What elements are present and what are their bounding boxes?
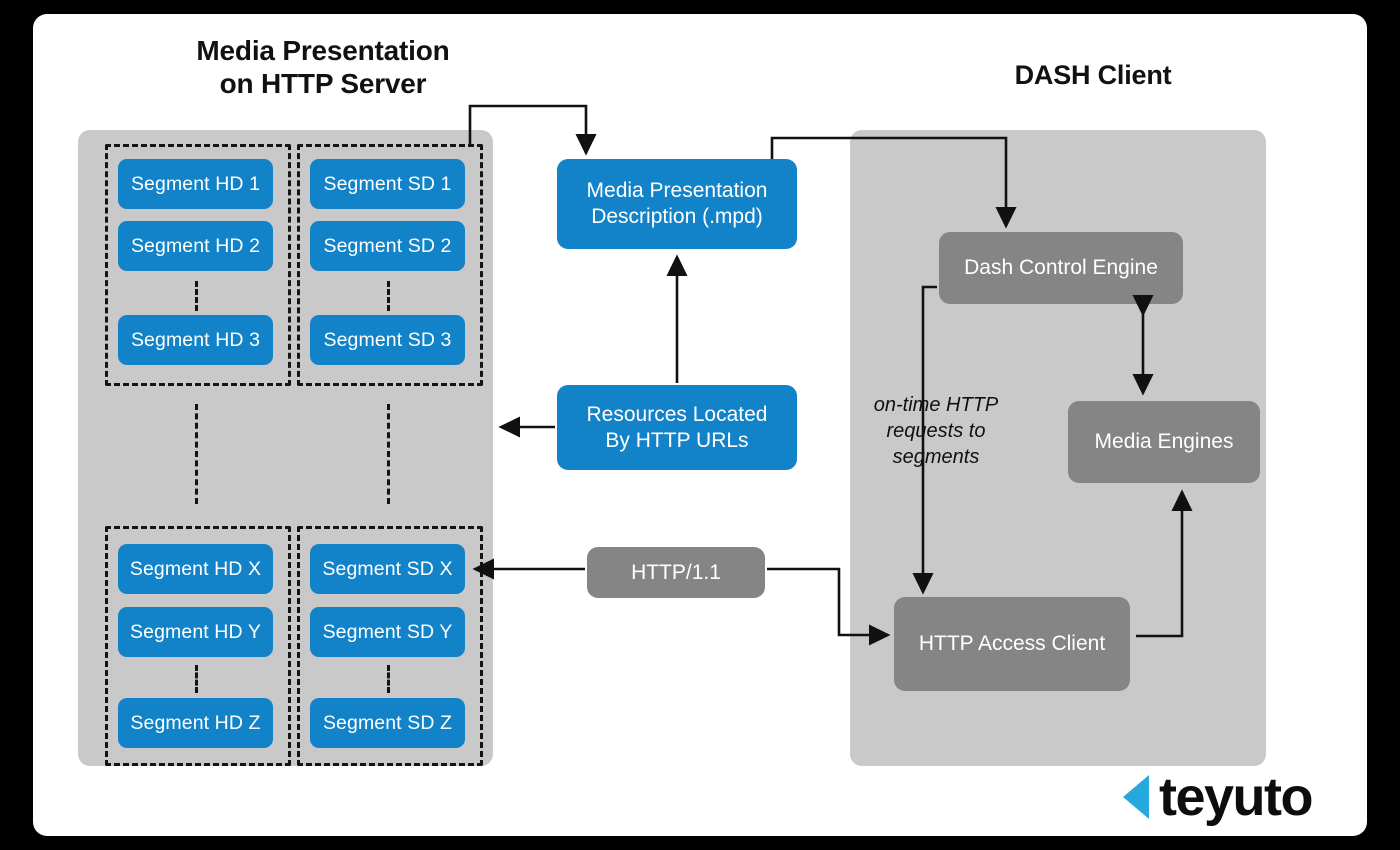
annotation-line3: segments (892, 446, 980, 468)
segment-box[interactable]: Segment SD Y (310, 607, 465, 657)
segment-box[interactable]: Segment SD Z (310, 698, 465, 748)
segment-box[interactable]: Segment HD 3 (118, 315, 273, 365)
ellipsis-dots-hd-top (195, 281, 198, 311)
segment-box[interactable]: Segment SD 2 (310, 221, 465, 271)
segment-box[interactable]: Segment HD X (118, 544, 273, 594)
logo-wordmark: teyuto (1159, 767, 1314, 827)
play-triangle-left-icon (1123, 775, 1149, 819)
segment-group-hd-top (105, 144, 291, 386)
segment-box[interactable]: Segment SD 3 (310, 315, 465, 365)
segment-box[interactable]: Segment HD Z (118, 698, 273, 748)
ellipsis-dots-sd-top (387, 281, 390, 311)
resources-line1: Resources Located (586, 402, 768, 426)
segment-group-sd-top (297, 144, 483, 386)
diagram-canvas: Media Presentation on HTTP Server DASH C… (33, 14, 1367, 836)
resources-located-box[interactable]: Resources Located By HTTP URLs (557, 385, 797, 470)
page-title-client: DASH Client (1014, 60, 1172, 90)
annotation-line2: requests to (886, 420, 986, 442)
segment-box[interactable]: Segment SD 1 (310, 159, 465, 209)
segment-box[interactable]: Segment HD 2 (118, 221, 273, 271)
segment-box[interactable]: Segment HD 1 (118, 159, 273, 209)
segment-group-sd-bottom (297, 526, 483, 766)
mpd-line2: Description (.mpd) (591, 205, 763, 228)
resources-line2: By HTTP URLs (605, 428, 749, 452)
page-title-server: Media Presentation on HTTP Server (143, 34, 503, 100)
segment-box[interactable]: Segment SD X (310, 544, 465, 594)
http-access-client-box[interactable]: HTTP Access Client (894, 597, 1130, 691)
title-server-line1: Media Presentation (196, 35, 450, 66)
ellipsis-dots-sd-middle (387, 404, 390, 504)
segment-group-hd-bottom (105, 526, 291, 766)
segment-box[interactable]: Segment HD Y (118, 607, 273, 657)
dash-control-engine-box[interactable]: Dash Control Engine (939, 232, 1183, 304)
on-time-http-requests-label: on-time HTTP requests to segments (846, 392, 1026, 470)
annotation-line1: on-time HTTP (873, 394, 999, 416)
mpd-line1: Media Presentation (586, 179, 768, 203)
ellipsis-dots-hd-bottom (195, 665, 198, 693)
http-version-box[interactable]: HTTP/1.1 (587, 547, 765, 598)
media-presentation-description-box[interactable]: Media Presentation Description (.mpd) (557, 159, 797, 249)
teyuto-logo: teyuto (1123, 767, 1314, 827)
ellipsis-dots-hd-middle (195, 404, 198, 504)
media-engines-box[interactable]: Media Engines (1068, 401, 1260, 483)
ellipsis-dots-sd-bottom (387, 665, 390, 693)
title-server-line2: on HTTP Server (219, 68, 427, 100)
